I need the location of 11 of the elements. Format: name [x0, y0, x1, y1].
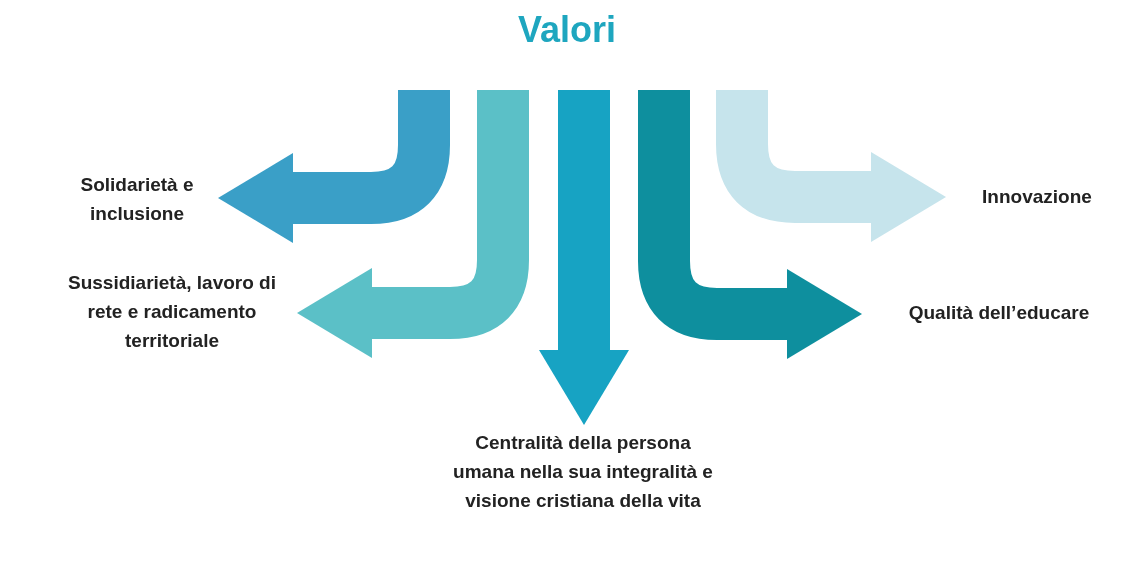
arrow	[638, 90, 862, 359]
arrow	[218, 90, 450, 243]
value-label: Solidarietà e inclusione	[62, 170, 212, 228]
title: Valori	[517, 12, 617, 48]
arrow	[539, 90, 629, 425]
value-label: Sussidiarietà, lavoro di rete e radicamento territoriale	[52, 268, 292, 355]
value-label: Centralità della persona umana nella sua integralità e visione cristiana della vita	[448, 428, 718, 515]
arrow	[716, 90, 946, 242]
value-label: Qualità dell’educare	[866, 298, 1132, 327]
value-label: Innovazione	[950, 182, 1124, 211]
arrow	[297, 90, 529, 358]
